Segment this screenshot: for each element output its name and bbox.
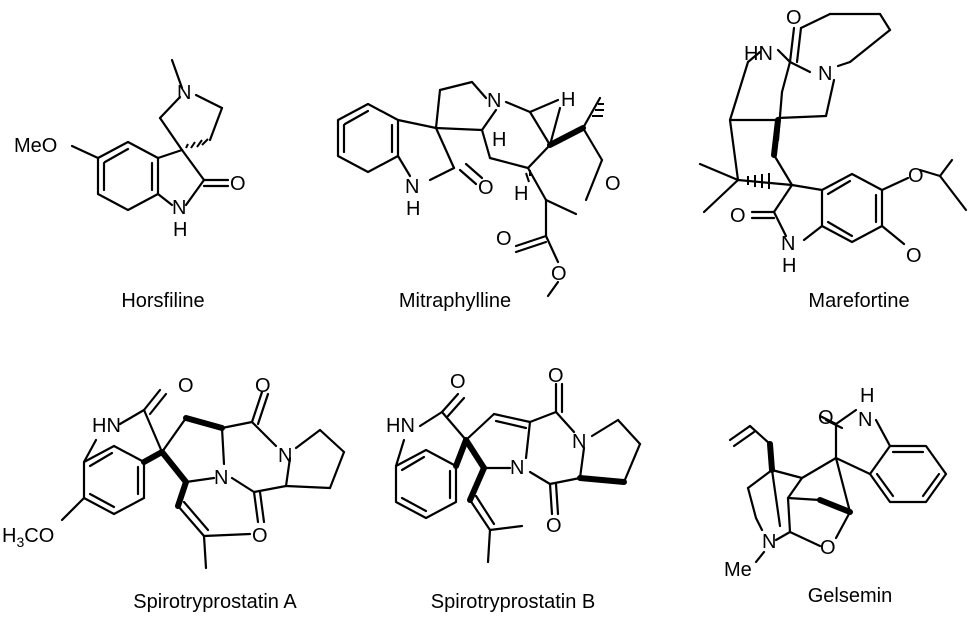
spiroa-o3-label: O (252, 525, 268, 547)
caption-spirotryprostatin-b: Spirotryprostatin B (431, 591, 596, 613)
caption-horsfiline: Horsfiline (121, 290, 204, 312)
mitraphylline-h1-label: H (561, 89, 575, 111)
marefortine-o-oh-label: O (906, 245, 922, 267)
marefortine-o-left-label: O (730, 205, 746, 227)
mitraphylline-o-ester-label: O (496, 228, 512, 250)
marefortine-o-ether-label: O (908, 165, 924, 187)
gelsemin-n-label: N (762, 531, 776, 553)
structure-spirotryprostatin-b: O HN O N N O Spirotryprostatin B (386, 365, 642, 613)
spirob-hn-label: HN (386, 415, 415, 437)
spiroa-o2-label: O (255, 375, 271, 397)
horsfiline-nh-n-label: N (172, 197, 186, 219)
spirob-o3-label: O (546, 515, 562, 537)
spirob-o1-label: O (450, 371, 466, 393)
mitraphylline-o-ring-label: O (605, 173, 621, 195)
caption-mitraphylline: Mitraphylline (399, 290, 511, 312)
structure-gelsemin: O H N N Me O Gelsemin (724, 385, 948, 607)
spiroa-o1-label: O (178, 375, 194, 397)
horsfiline-n-label: N (177, 82, 191, 104)
marefortine-o-top-label: O (786, 7, 802, 29)
gelsemin-h-label: H (860, 385, 874, 407)
mitraphylline-o-ester2-label: O (551, 263, 567, 285)
horsfiline-meo-label: MeO (14, 135, 57, 157)
marefortine-nh-h-label: H (782, 255, 796, 277)
spirob-o2-label: O (548, 365, 564, 387)
mitraphylline-nh-n-label: N (405, 176, 419, 198)
structure-mitraphylline: N H H H O O O O N H Mitraphylline (336, 80, 621, 312)
marefortine-n-label: N (818, 63, 832, 85)
gelsemin-n-top-label: N (858, 409, 872, 431)
mitraphylline-h2-label: H (492, 129, 506, 151)
spiroa-h3co-label: H3CO (2, 525, 54, 550)
spiroa-n2-label: N (278, 445, 292, 467)
gelsemin-o-ring-label: O (820, 537, 836, 559)
horsfiline-o-label: O (230, 173, 246, 195)
structure-marefortine: O HN N O O O N H Marefortine (698, 7, 968, 312)
structure-spirotryprostatin-a: O HN O N N O H3CO Spirotryprostatin A (2, 375, 346, 613)
gelsemin-o1-label: O (818, 407, 834, 429)
spirob-n1-label: N (510, 457, 524, 479)
gelsemin-me-label: Me (724, 559, 752, 581)
spirob-n2-label: N (572, 431, 586, 453)
mitraphylline-nh-h-label: H (406, 198, 420, 220)
structure-horsfiline: N MeO O N H Horsfiline (14, 58, 246, 312)
mitraphylline-n-label: N (487, 90, 501, 112)
marefortine-hn-label: HN (744, 43, 773, 65)
horsfiline-nh-h-label: H (173, 219, 187, 241)
caption-gelsemin: Gelsemin (808, 585, 892, 607)
spiroa-hn-label: HN (92, 415, 121, 437)
mitraphylline-h3-label: H (514, 183, 528, 205)
caption-spirotryprostatin-a: Spirotryprostatin A (133, 591, 297, 613)
spiroa-n1-label: N (214, 467, 228, 489)
mitraphylline-o-carbonyl-label: O (478, 177, 494, 199)
marefortine-nh-n-label: N (781, 233, 795, 255)
caption-marefortine: Marefortine (808, 290, 909, 312)
